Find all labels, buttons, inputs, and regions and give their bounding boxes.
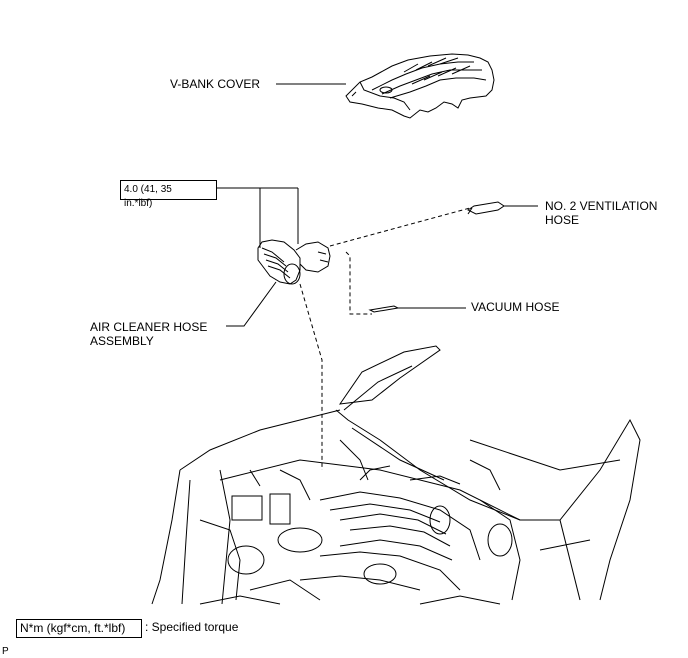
torque-leaders [216,187,299,248]
ventilation-hose-label-line2: HOSE [545,213,580,227]
legend-unit-text: N*m (kgf*cm, ft.*lbf) [20,621,126,635]
torque-value-text: 4.0 (41, 35 [124,184,172,195]
torque-value-box: 4.0 (41, 35 [120,180,217,200]
ventilation-hose-drawing [467,201,505,215]
torque-unit-text: in.*lbf) [124,198,153,209]
air-cleaner-hose-label-line2: ASSEMBLY [90,334,154,348]
air-cleaner-hose-label-line1: AIR CLEANER HOSE [90,320,208,334]
v-bank-cover-label: V-BANK COVER [170,77,261,91]
dashed-connectors [299,207,471,470]
air-cleaner-hose-drawing [257,239,331,285]
air-cleaner-hose-leader [226,281,277,327]
vehicle-engine-bay-drawing [151,345,641,605]
vacuum-hose-drawing [368,305,400,313]
legend-unit-box: N*m (kgf*cm, ft.*lbf) [16,619,142,638]
vacuum-hose-label: VACUUM HOSE [471,300,560,314]
legend-description: : Specified torque [145,620,239,634]
footer-code: P [2,646,9,657]
v-bank-cover-drawing [345,53,495,119]
ventilation-hose-label-line1: NO. 2 VENTILATION [545,199,658,213]
